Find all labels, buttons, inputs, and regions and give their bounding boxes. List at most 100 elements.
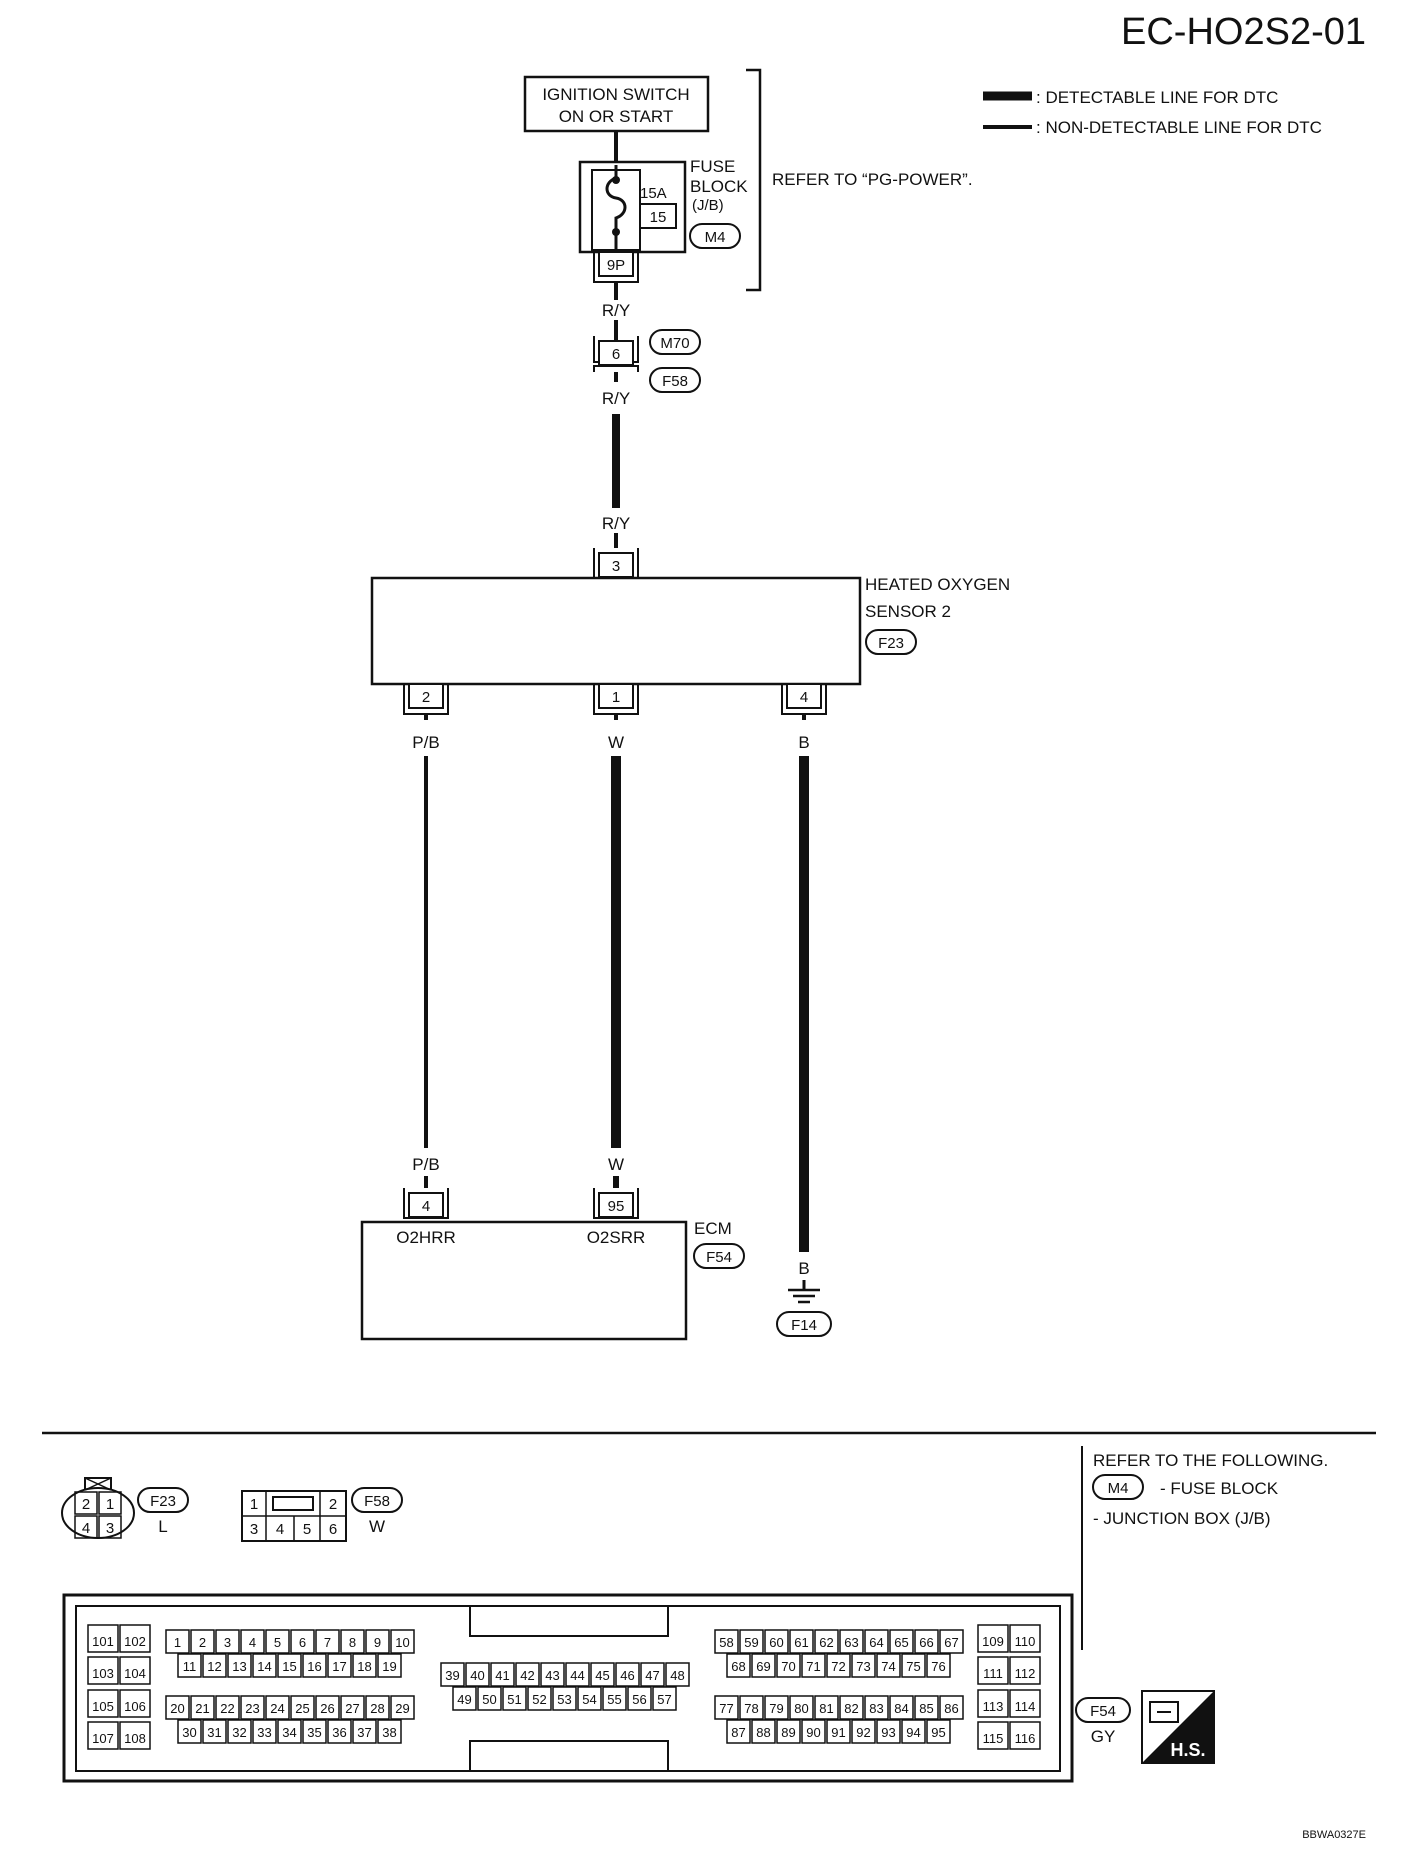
f58-pin: 3 (250, 1521, 258, 1538)
ecm-pin-label: 89 (781, 1725, 795, 1740)
joint-conn-bottom: F58 (662, 373, 688, 390)
ecm-pin-cell (390, 1695, 415, 1720)
ecm-pin-label: 112 (1015, 1666, 1036, 1681)
f58-pin: 1 (250, 1496, 258, 1513)
f23-id: F23 (150, 1493, 176, 1510)
wire-pb-bottom: P/B (412, 1155, 439, 1174)
ecm-pin-cell (814, 1629, 839, 1654)
ecm-pin-label: 23 (245, 1701, 259, 1716)
ecm-pin-label: 109 (982, 1634, 1004, 1649)
f54-color: GY (1091, 1727, 1116, 1746)
ecm-pin-cell (901, 1719, 926, 1744)
ecm-pin-label: 78 (744, 1701, 758, 1716)
ecm-pin-label: 17 (332, 1659, 346, 1674)
legend-detectable: : DETECTABLE LINE FOR DTC (1036, 88, 1278, 107)
f58-pin: 5 (303, 1521, 311, 1538)
ecm-pin-cell (240, 1629, 265, 1654)
ecm-pin-cell (851, 1653, 876, 1678)
ecm-pin-label: 56 (632, 1692, 646, 1707)
ecm-pin-cell (190, 1695, 215, 1720)
doc-code: BBWA0327E (1302, 1829, 1366, 1841)
diagram-title: EC-HO2S2-01 (1121, 11, 1366, 53)
ecm-pin-cell (265, 1629, 290, 1654)
ignition-line2: ON OR START (559, 107, 674, 126)
ecm-pin-label: 13 (232, 1659, 246, 1674)
ecm-pin-label: 72 (831, 1659, 845, 1674)
ecm: 4 95 O2HRR O2SRR ECM F54 (360, 1188, 745, 1341)
ecm-pin-label: 35 (307, 1725, 321, 1740)
ecm-pin-label: 57 (657, 1692, 671, 1707)
ecm-pin-label: 2 (199, 1635, 206, 1650)
sensor-connector: F23 (878, 635, 904, 652)
ecm-pin-cell (252, 1719, 277, 1744)
ecm-pin-label: 94 (906, 1725, 920, 1740)
wire-w-bottom: W (608, 1155, 624, 1174)
ecm-pin-label: 105 (92, 1699, 114, 1714)
ecm-pin-label: 59 (744, 1635, 758, 1650)
ecm-pin-label: 6 (299, 1635, 306, 1650)
fuse-label3: (J/B) (692, 197, 724, 214)
ecm-pin-cell (565, 1662, 590, 1687)
ecm-pin-cell (977, 1721, 1009, 1750)
ecm-pin-cell (939, 1695, 964, 1720)
ignition-line1: IGNITION SWITCH (542, 85, 689, 104)
refer-line3: - JUNCTION BOX (J/B) (1093, 1509, 1271, 1528)
f58-color: W (369, 1517, 385, 1536)
ecm-pin-label: 1 (174, 1635, 181, 1650)
ecm-pin-label: 14 (257, 1659, 271, 1674)
ecm-pin-cell (227, 1653, 252, 1678)
ecm-pin-label: 115 (983, 1731, 1004, 1746)
ecm-pin-label: 93 (881, 1725, 895, 1740)
ecm-pin-cell (789, 1629, 814, 1654)
ecm-pin-label: 16 (307, 1659, 321, 1674)
ecm-pin-label: 46 (620, 1668, 634, 1683)
ecm-pin-label: 54 (582, 1692, 596, 1707)
ecm-pin-label: 58 (719, 1635, 733, 1650)
ecm-pin-label: 88 (756, 1725, 770, 1740)
ecm-pin-cell (315, 1629, 340, 1654)
fuse-pin: 9P (607, 257, 625, 274)
sensor-pin-top: 3 (612, 558, 620, 575)
ecm-pin-cell (87, 1656, 119, 1685)
f23-pin: 3 (106, 1520, 114, 1537)
ecm-pin-cell (277, 1653, 302, 1678)
ecm-pin-cell (627, 1686, 652, 1711)
sensor-pin-a: 2 (422, 689, 430, 706)
ecm-pin-cell (302, 1653, 327, 1678)
ecm-pin-label: 31 (207, 1725, 221, 1740)
ecm-pin-label: 67 (944, 1635, 958, 1650)
ecm-pin-b: 95 (608, 1198, 625, 1215)
ecm-pin-cell (502, 1686, 527, 1711)
legend-non-detectable: : NON-DETECTABLE LINE FOR DTC (1036, 118, 1322, 137)
ecm-pin-label: 80 (794, 1701, 808, 1716)
ecm-pin-label: 74 (881, 1659, 895, 1674)
fuse-block: 15A 15 FUSE BLOCK (J/B) M4 9P (578, 157, 748, 283)
ecm-pin-cell (876, 1719, 901, 1744)
ecm-pin-label: 79 (769, 1701, 783, 1716)
fuse-rating: 15A (640, 185, 667, 202)
ecm-pin-label: 55 (607, 1692, 621, 1707)
refer-conn: M4 (1108, 1480, 1129, 1497)
wire-b-top: B (798, 733, 809, 752)
ecm-pin-cell (801, 1719, 826, 1744)
ecm-pin-cell (119, 1721, 151, 1750)
heated-oxygen-sensor: 3 HEATED OXYGEN SENSOR 2 F23 2 1 4 (370, 548, 1010, 715)
ecm-pin-cell (889, 1695, 914, 1720)
ecm-pin-label: 9 (374, 1635, 381, 1650)
ecm-pin-label: 61 (794, 1635, 808, 1650)
fuse-label1: FUSE (690, 157, 735, 176)
ecm-pin-label: 114 (1015, 1699, 1036, 1714)
sensor-name2: SENSOR 2 (865, 602, 951, 621)
ecm-pin-label: 48 (670, 1668, 684, 1683)
ecm-pin-cell (190, 1629, 215, 1654)
ecm-pin-label: 24 (270, 1701, 284, 1716)
ecm-pin-cell (515, 1662, 540, 1687)
ecm-pin-label: 44 (570, 1668, 584, 1683)
ecm-pin-label: 84 (894, 1701, 908, 1716)
ecm-pin-label: 90 (806, 1725, 820, 1740)
wire-ry-1: R/Y (602, 301, 630, 320)
ecm-pin-cell (652, 1686, 677, 1711)
ecm-pin-label: 75 (906, 1659, 920, 1674)
